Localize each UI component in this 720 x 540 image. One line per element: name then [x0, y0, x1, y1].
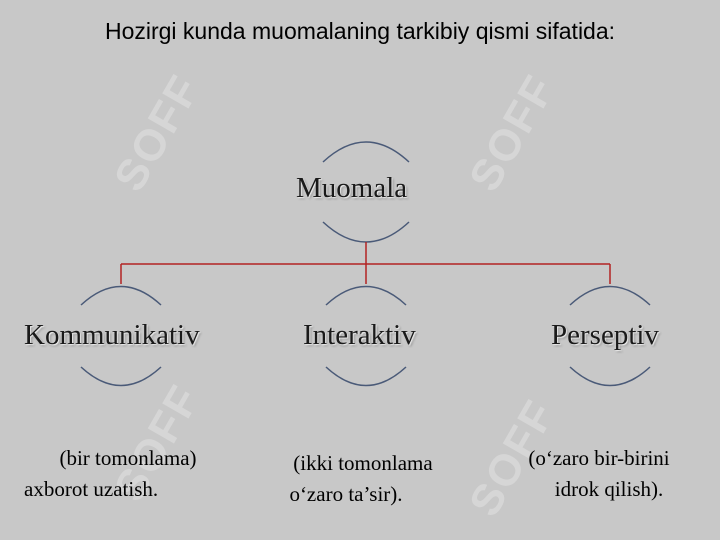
- perseptiv-arc-bottom: [569, 366, 651, 387]
- kommunikativ-desc-line1: (bir tomonlama): [59, 446, 197, 470]
- kommunikativ-arc-top: [80, 285, 162, 306]
- kommunikativ-arc-bottom: [80, 366, 162, 387]
- interaktiv-description: (ikki tomonlama o‘zaro ta’sir).: [268, 448, 458, 510]
- child-node-kommunikativ: Kommunikativ: [24, 319, 200, 351]
- root-node-label: Muomala: [296, 172, 408, 204]
- interaktiv-desc-line1: (ikki tomonlama: [293, 451, 433, 475]
- root-arc-bottom: [322, 221, 410, 243]
- child-node-perseptiv: Perseptiv: [551, 319, 659, 351]
- interaktiv-desc-line2: o‘zaro ta’sir).: [289, 482, 403, 506]
- perseptiv-desc-line2: idrok qilish).: [554, 477, 664, 501]
- perseptiv-arc-top: [569, 285, 651, 306]
- kommunikativ-desc-line2: axborot uzatish.: [24, 477, 159, 501]
- slide-title: Hozirgi kunda muomalaning tarkibiy qismi…: [104, 18, 616, 44]
- kommunikativ-description: (bir tomonlama) axborot uzatish.: [22, 443, 222, 505]
- root-arc-top: [322, 141, 410, 163]
- perseptiv-desc-line1: (o‘zaro bir-birini: [528, 446, 670, 470]
- interaktiv-arc-bottom: [325, 366, 407, 387]
- interaktiv-arc-top: [325, 285, 407, 306]
- perseptiv-description: (o‘zaro bir-birini idrok qilish).: [499, 443, 699, 505]
- child-node-interaktiv: Interaktiv: [303, 319, 416, 351]
